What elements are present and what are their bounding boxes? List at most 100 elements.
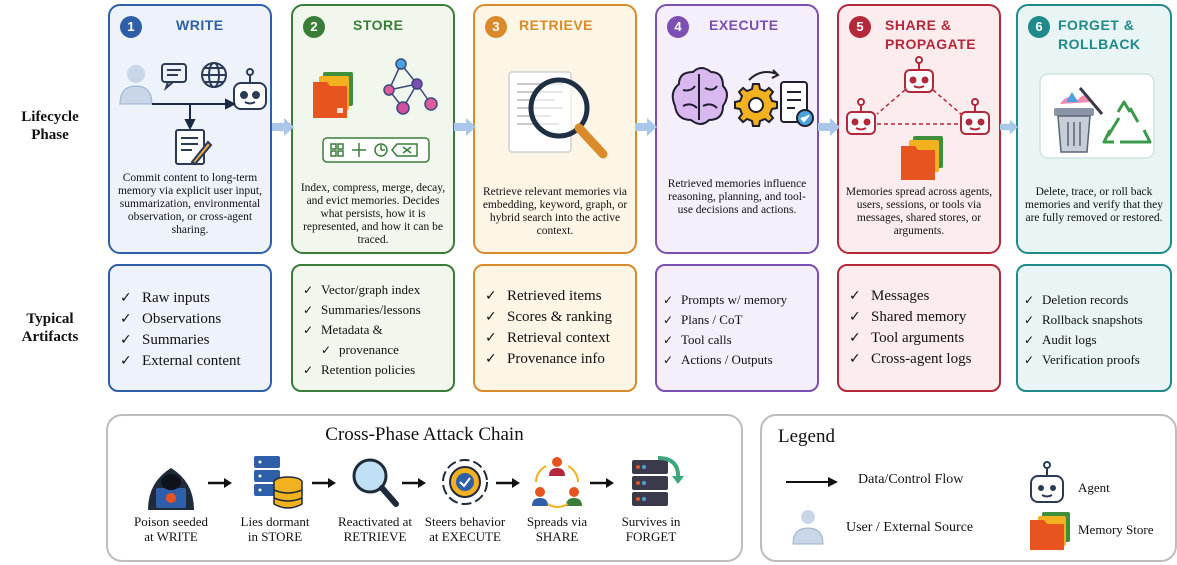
phase-flow-arrow <box>818 118 840 136</box>
chain-arrow <box>208 478 232 488</box>
user-icon <box>119 65 153 105</box>
globe-icon <box>201 62 227 88</box>
phase-number: 6 <box>1028 16 1050 38</box>
chain-arrow <box>402 478 426 488</box>
chain-arrow <box>496 478 520 488</box>
people-network-icon <box>532 457 582 508</box>
artifacts-store: Vector/graph index Summaries/lessons Met… <box>291 264 455 392</box>
artifact-item: Retrieval context <box>485 328 627 349</box>
phase-card-store: 2 STORE In <box>291 4 455 254</box>
agent-icon <box>904 56 934 93</box>
row-label-artifacts: Typical Artifacts <box>21 311 79 345</box>
recycle-icon <box>1102 100 1152 144</box>
store-icons <box>313 58 438 163</box>
artifact-item: Tool arguments <box>849 328 991 349</box>
phase-number: 1 <box>120 16 142 38</box>
phase-description: Index, compress, merge, decay, and evict… <box>300 182 446 246</box>
share-icons <box>846 56 990 180</box>
artifact-item: Metadata & <box>303 320 445 340</box>
artifact-item: Retention policies <box>303 360 445 380</box>
agent-icon <box>1030 461 1064 503</box>
legend-agent-label: Agent <box>1078 480 1110 495</box>
phase-description: Commit content to long-term memory via e… <box>117 172 263 236</box>
user-icon <box>792 510 824 545</box>
artifact-item: Plans / CoT <box>663 310 809 330</box>
phase-description: Retrieved memories influence reasoning, … <box>667 178 807 216</box>
phase-flow-arrow <box>635 118 657 136</box>
artifact-item: External content <box>120 351 262 372</box>
phase-card-share: 5 SHARE & PROPAGATE Memories <box>837 4 1001 254</box>
legend-user-label: User / External Source <box>846 520 974 535</box>
phase-card-forget: 6 FORGET & ROLLBACK Delete, trace, or ro… <box>1016 4 1172 254</box>
phase-flow-arrow <box>454 118 476 136</box>
execute-icons <box>671 67 814 127</box>
phase-title: RETRIEVE <box>519 17 594 33</box>
phase-card-retrieve: 3 RETRIEVE Retrieve relevant memories vi… <box>473 4 637 254</box>
phase-number: 2 <box>303 16 325 38</box>
phase-flow-arrow <box>272 118 294 136</box>
chain-arrow <box>312 478 336 488</box>
gear-check-icon <box>442 459 488 505</box>
server-database-icon <box>254 456 303 509</box>
agent-icon <box>233 68 267 110</box>
legend-store-label: Memory Store <box>1078 522 1154 537</box>
attack-chain-title: Cross-Phase Attack Chain <box>325 424 524 445</box>
artifact-item: Summaries/lessons <box>303 300 445 320</box>
agent-icon <box>960 98 990 135</box>
artifact-item: Audit logs <box>1024 330 1162 350</box>
phase-title: EXECUTE <box>709 17 779 33</box>
brain-icon <box>671 67 728 125</box>
share-links <box>876 89 962 125</box>
forget-icons <box>1039 73 1155 159</box>
artifact-item: Actions / Outputs <box>663 350 809 370</box>
server-refresh-icon <box>632 456 684 506</box>
artifact-item-continued: provenance <box>303 340 445 360</box>
agent-icon <box>846 98 876 135</box>
phase-title: STORE <box>353 17 404 33</box>
flow-arrow-icon <box>786 477 838 487</box>
chat-icon <box>161 63 187 92</box>
row-label-lifecycle: Lifecycle Phase <box>21 109 79 143</box>
artifacts-forget: Deletion records Rollback snapshots Audi… <box>1016 264 1172 392</box>
memory-store-icon <box>1030 512 1070 550</box>
note-icon <box>175 129 213 166</box>
write-icons <box>119 62 267 166</box>
phase-number: 3 <box>485 16 507 38</box>
legend-title: Legend <box>778 426 835 447</box>
hacker-icon <box>148 468 194 510</box>
artifacts-execute: Prompts w/ memory Plans / CoT Tool calls… <box>655 264 819 392</box>
artifacts-retrieve: Retrieved items Scores & ranking Retriev… <box>473 264 637 392</box>
artifact-item: Provenance info <box>485 349 627 370</box>
checklist-icon <box>780 81 814 127</box>
memory-store-icon <box>313 72 353 118</box>
phase-description: Memories spread across agents, users, se… <box>845 186 993 237</box>
artifact-item: Messages <box>849 286 991 307</box>
artifact-item: Verification proofs <box>1024 350 1162 370</box>
legend-flow-label: Data/Control Flow <box>858 472 964 487</box>
artifact-item: Vector/graph index <box>303 280 445 300</box>
gear-icon <box>734 83 778 127</box>
store-ops-toolbar <box>322 137 430 163</box>
phase-title: WRITE <box>176 17 224 33</box>
artifact-item: Shared memory <box>849 307 991 328</box>
legend-panel: Legend Data/Control Flow Agent User / Ex… <box>760 414 1177 562</box>
trash-icon <box>1054 87 1104 153</box>
retrieve-icons <box>508 71 608 159</box>
artifact-item: Raw inputs <box>120 288 262 309</box>
graph-icon <box>383 58 438 115</box>
artifact-item: Scores & ranking <box>485 307 627 328</box>
artifact-item: Prompts w/ memory <box>663 290 809 310</box>
phase-number: 5 <box>849 16 871 38</box>
phase-flow-arrow <box>1000 119 1018 135</box>
